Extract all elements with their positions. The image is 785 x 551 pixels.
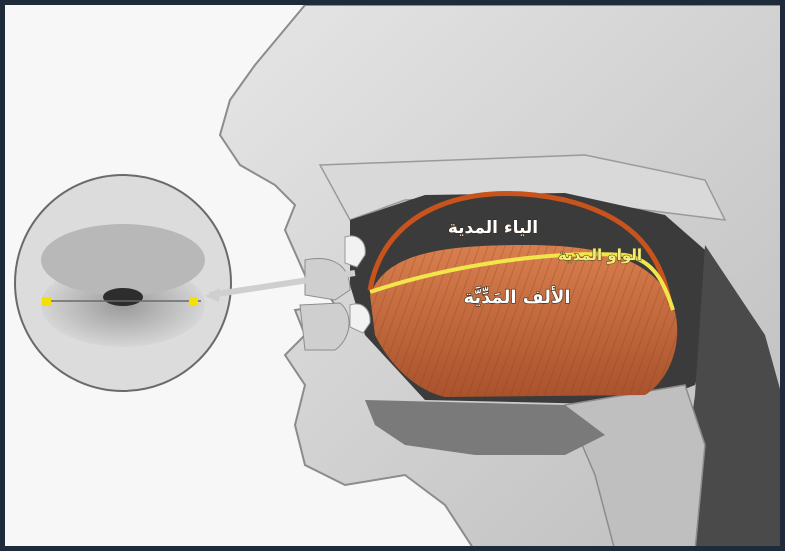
lip-view-inset xyxy=(15,175,231,391)
label-ya-madd: الياء المدية xyxy=(448,218,538,238)
tongue-texture xyxy=(370,245,677,397)
lower-lip xyxy=(300,303,349,350)
label-alif-madd: الألف المَدِّيَّة xyxy=(463,286,570,308)
mouth-articulation-diagram: الياء المدية الواو المدية الألف المَدِّي… xyxy=(5,5,785,551)
lip-corner-marker-left xyxy=(42,297,51,306)
lip-corner-marker-right xyxy=(189,297,198,306)
label-waw-madd: الواو المدية xyxy=(558,246,642,264)
